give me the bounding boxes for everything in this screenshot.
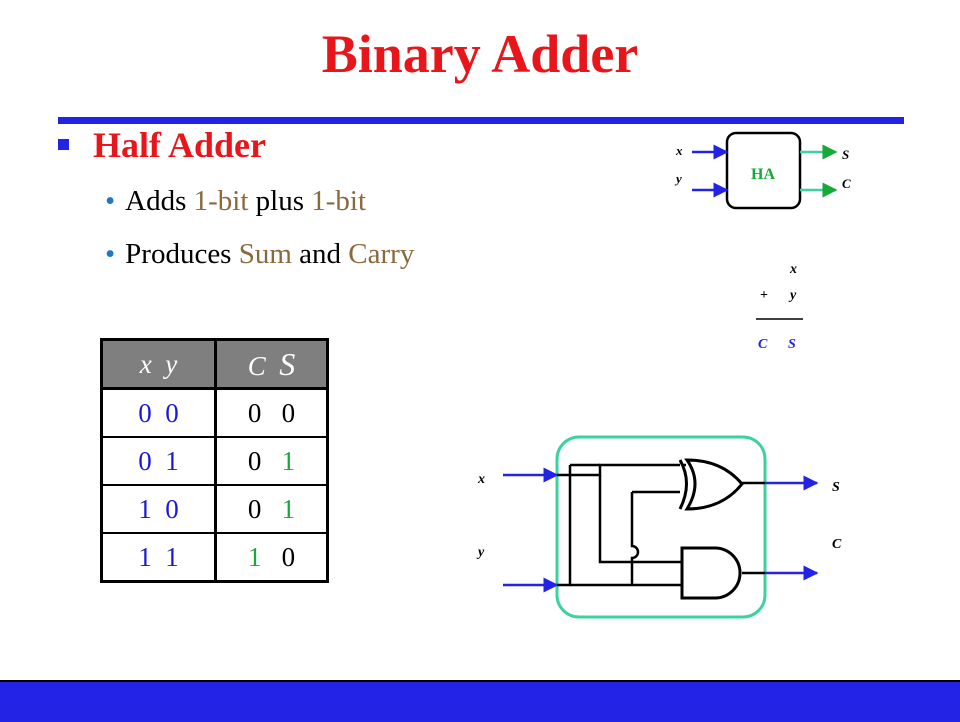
half-adder-circuit: x y S C xyxy=(476,435,842,619)
ha-block-diagram: HA x y S C xyxy=(674,131,851,210)
header-xy: x y xyxy=(100,338,217,390)
bullet-dot-icon: • xyxy=(105,238,116,270)
circuit-output-c-label: C xyxy=(832,537,842,552)
bullet-produces: • Produces Sum and Carry xyxy=(105,237,414,272)
ha-output-s-label: S xyxy=(842,147,849,162)
table-header-row: x y C S xyxy=(100,338,329,390)
cell-xy: 0 0 xyxy=(100,388,217,438)
cell-c: 0 xyxy=(247,445,262,476)
table-row: 0 0 0 0 xyxy=(100,388,329,438)
cell-xy: 1 1 xyxy=(100,533,217,583)
xor-gate xyxy=(678,458,744,511)
circuit-output-s-label: S xyxy=(832,480,840,495)
bullet-adds: • Adds 1-bit plus 1-bit xyxy=(105,184,366,219)
bullet-text: Produces xyxy=(125,238,239,270)
ha-output-c-label: C xyxy=(842,176,851,191)
bullet-highlight: Sum xyxy=(238,238,292,270)
addition-bottom: y xyxy=(788,288,797,303)
ha-label: HA xyxy=(751,166,775,183)
addition-sum: S xyxy=(788,337,796,352)
bullet-text: Adds xyxy=(125,185,194,217)
ha-input-y-label: y xyxy=(674,171,682,186)
cell-s: 1 xyxy=(281,493,296,524)
column-addition: x + y C S xyxy=(756,262,803,352)
cell-cs: 1 0 xyxy=(214,533,329,583)
cell-c: 1 xyxy=(247,541,262,572)
footer-bar xyxy=(0,680,960,722)
bullet-text: plus xyxy=(248,185,312,217)
cell-y: 0 xyxy=(165,397,179,428)
bullet-highlight: 1-bit xyxy=(193,185,249,217)
cell-xy: 1 0 xyxy=(100,485,217,534)
bullet-dot-icon: • xyxy=(105,185,116,217)
cell-y: 0 xyxy=(165,493,179,524)
cell-xy: 0 1 xyxy=(100,437,217,486)
addition-top: x xyxy=(789,262,797,277)
cell-c: 0 xyxy=(247,397,262,428)
cell-c: 0 xyxy=(247,493,262,524)
table-row: 1 0 0 1 xyxy=(100,485,329,534)
bullet-highlight: 1-bit xyxy=(311,185,367,217)
cell-s: 0 xyxy=(281,541,296,572)
circuit-input-x-label: x xyxy=(477,472,485,487)
bullet-highlight: Carry xyxy=(348,238,415,270)
table-row: 1 1 1 0 xyxy=(100,533,329,583)
ha-input-x-label: x xyxy=(675,143,683,158)
cell-s: 0 xyxy=(281,397,296,428)
cell-cs: 0 1 xyxy=(214,485,329,534)
cell-cs: 0 0 xyxy=(214,388,329,438)
bullet-text: and xyxy=(291,238,349,270)
circuit-wires xyxy=(557,463,765,587)
cell-cs: 0 1 xyxy=(214,437,329,486)
cell-x: 1 xyxy=(138,541,152,572)
square-bullet-icon xyxy=(58,139,69,150)
header-xy-text: x y xyxy=(139,348,178,379)
cell-s: 1 xyxy=(281,445,296,476)
cell-y: 1 xyxy=(165,445,179,476)
slide-title: Binary Adder xyxy=(321,24,639,84)
addition-plus: + xyxy=(760,288,768,303)
header-s-text: S xyxy=(279,345,296,382)
truth-table: x y C S 0 0 0 0 0 1 0 1 1 0 0 1 1 1 1 0 xyxy=(100,338,329,583)
header-cs: C S xyxy=(214,338,329,390)
cell-y: 1 xyxy=(165,541,179,572)
addition-carry: C xyxy=(758,337,768,352)
and-gate xyxy=(680,546,742,600)
title-underline xyxy=(58,117,904,124)
cell-x: 0 xyxy=(138,397,152,428)
table-row: 0 1 0 1 xyxy=(100,437,329,486)
circuit-input-y-label: y xyxy=(476,545,485,560)
header-c-text: C xyxy=(247,350,266,381)
cell-x: 0 xyxy=(138,445,152,476)
ha-block xyxy=(725,131,802,210)
section-heading: Half Adder xyxy=(93,125,267,165)
cell-x: 1 xyxy=(138,493,152,524)
